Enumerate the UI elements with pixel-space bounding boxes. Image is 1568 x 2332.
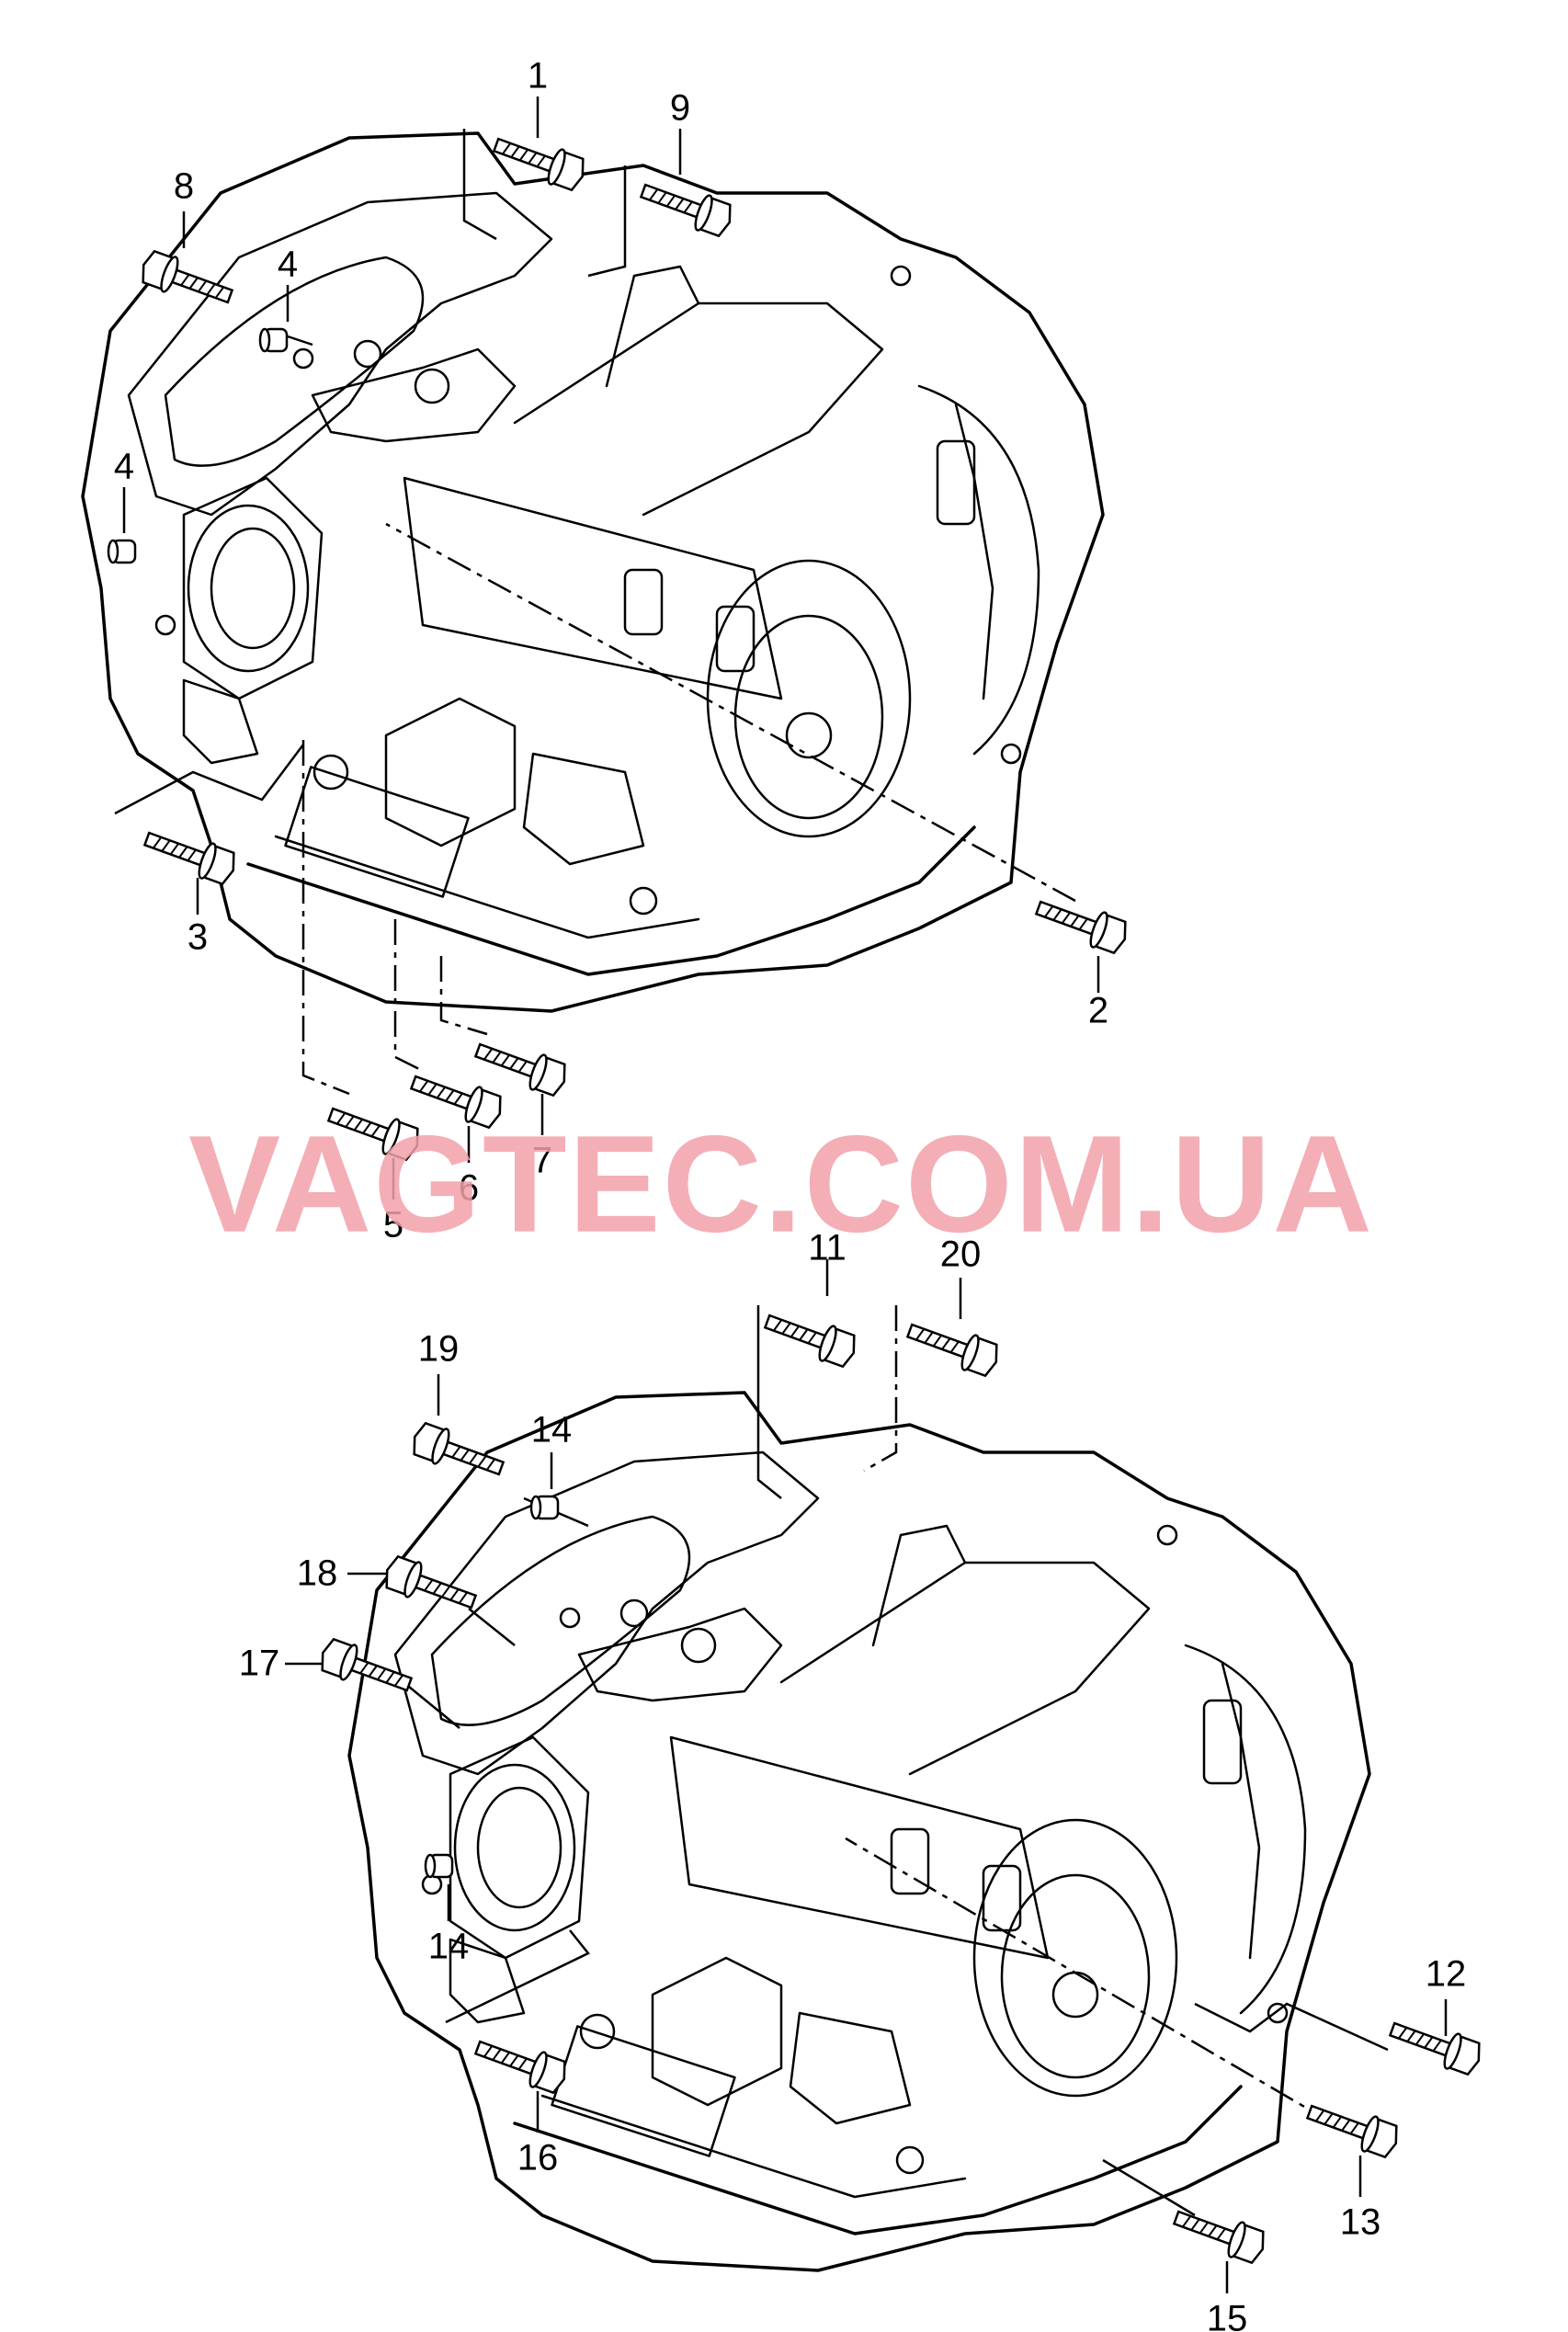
bolt-part-1 — [488, 126, 590, 195]
callout-7: 7 — [532, 1141, 552, 1181]
bolt-part-17 — [315, 1634, 417, 1703]
callout-17: 17 — [239, 1644, 280, 1684]
bolt-part-2 — [1030, 889, 1132, 958]
leader-2 — [385, 522, 1076, 903]
leader-13 — [845, 1837, 1334, 2125]
leader-12 — [1194, 2002, 1389, 2052]
bolt-part-11 — [759, 1303, 861, 1371]
leader-11 — [756, 1305, 782, 1499]
bolt-part-20 — [902, 1312, 1004, 1381]
callout-4a: 4 — [278, 245, 298, 285]
leader-7 — [439, 956, 488, 1036]
sleeve-part-4a — [258, 327, 289, 353]
callout-3: 3 — [187, 917, 208, 958]
callout-9: 9 — [670, 88, 690, 129]
callout-6: 6 — [459, 1168, 479, 1209]
callout-20: 20 — [940, 1234, 982, 1275]
callout-11: 11 — [808, 1228, 846, 1268]
bolt-part-16 — [470, 2029, 572, 2098]
callout-2: 2 — [1088, 991, 1108, 1031]
bolt-part-13 — [1301, 2093, 1403, 2162]
sleeve-part-14a — [529, 1495, 560, 1520]
bolt-part-3 — [139, 820, 241, 889]
callout-16: 16 — [517, 2138, 559, 2178]
leader-16 — [445, 1929, 590, 2024]
callout-15: 15 — [1207, 2299, 1248, 2332]
bolt-part-9 — [635, 172, 737, 241]
callout-14b: 14 — [428, 1927, 470, 1967]
leader-1 — [462, 129, 497, 241]
callout-19: 19 — [418, 1329, 460, 1370]
callout-12: 12 — [1426, 1954, 1467, 1995]
leader-3 — [114, 744, 304, 815]
gearbox-housing-upper — [81, 131, 1105, 1013]
leader-6 — [393, 919, 424, 1073]
leader-17 — [408, 1686, 460, 1729]
callout-1: 1 — [528, 56, 548, 97]
leader-20 — [863, 1305, 898, 1473]
gearbox-housing-lower — [347, 1391, 1371, 2272]
callout-4b: 4 — [114, 447, 134, 487]
bolt-part-19 — [407, 1418, 509, 1487]
callout-8: 8 — [174, 166, 194, 207]
sleeve-part-14b — [424, 1853, 454, 1879]
callout-5: 5 — [383, 1205, 403, 1246]
callout-14a: 14 — [531, 1410, 573, 1450]
leader-5 — [301, 740, 350, 1096]
bolt-part-12 — [1384, 2010, 1486, 2079]
callout-13: 13 — [1340, 2202, 1381, 2243]
sleeve-part-4b — [107, 539, 137, 564]
leader-4a — [284, 334, 313, 347]
callout-18: 18 — [297, 1553, 338, 1594]
leader-9 — [587, 165, 627, 278]
leader-15 — [1102, 2158, 1196, 2217]
bolt-part-7 — [470, 1031, 572, 1100]
watermark: VAGTEC.COM.UA — [188, 1107, 1374, 1261]
leader-18 — [468, 1608, 516, 1646]
